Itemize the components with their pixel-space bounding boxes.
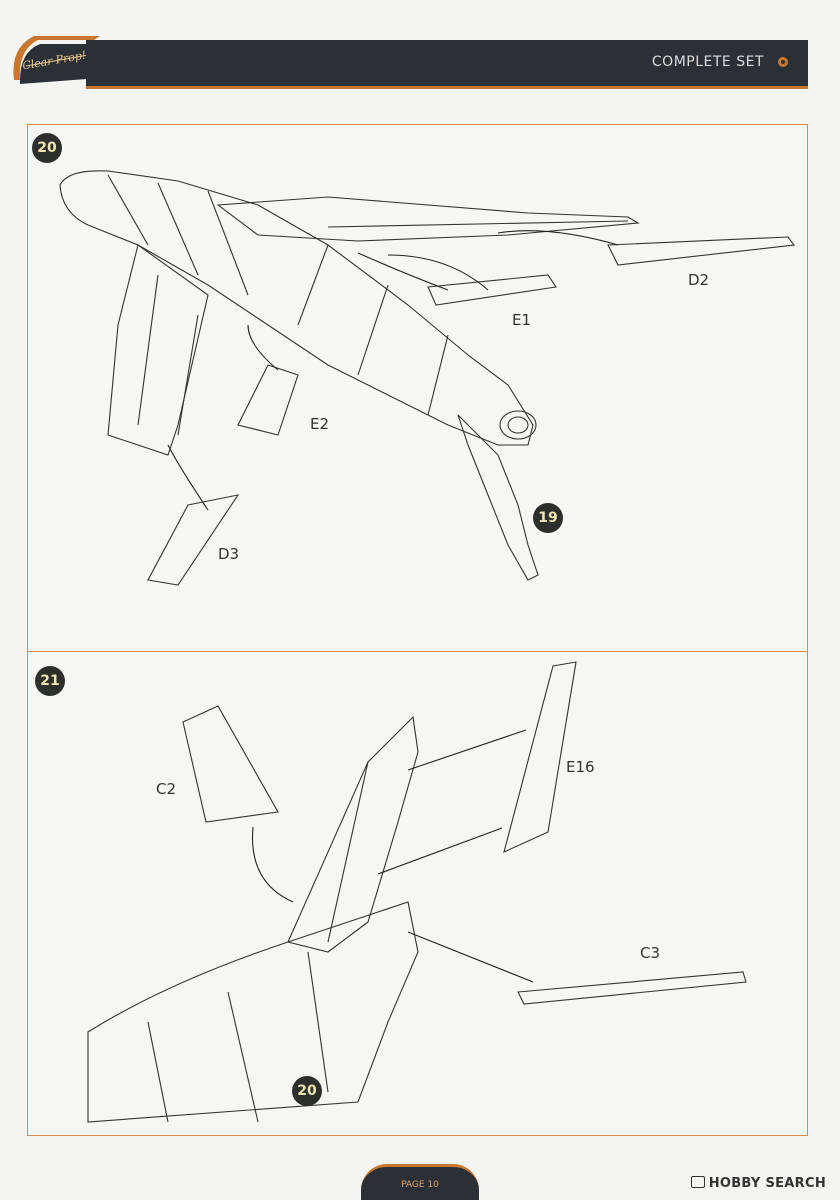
watermark: HOBBY SEARCH: [690, 1176, 826, 1191]
step-number-badge: 21: [35, 666, 65, 696]
reference-step-badge: 19: [533, 503, 563, 533]
part-label-d3: D3: [218, 545, 240, 563]
vertical-fin: [287, 715, 419, 953]
page-header: Clear Prop! COMPLETE SET: [0, 0, 840, 100]
part-e1-shape: [427, 274, 557, 306]
step-21-drawing: [87, 661, 747, 1123]
step-21-panel: 21 20 C2 E16 C3: [27, 652, 808, 1136]
part-e16-shape: [503, 661, 577, 853]
left-wing: [107, 244, 209, 456]
part-label-c2: C2: [156, 780, 177, 798]
part-c3-shape: [517, 971, 747, 1005]
header-accent-line: [86, 86, 808, 89]
brand-logo: Clear Prop!: [4, 18, 104, 90]
set-title: COMPLETE SET: [651, 54, 764, 70]
reference-step-badge: 20: [292, 1076, 322, 1106]
part-d2-shape: [607, 236, 796, 266]
part-label-c3: C3: [640, 944, 661, 962]
horizontal-stabilizer: [457, 414, 539, 581]
step-number-badge: 20: [32, 133, 62, 163]
step-20-panel: 20 19 D2 E1 E2 D3: [27, 124, 808, 652]
watermark-text: HOBBY SEARCH: [708, 1176, 826, 1191]
logo-badge-icon: [13, 36, 100, 84]
part-c2-shape: [182, 705, 279, 823]
fuselage-outline: [59, 170, 534, 446]
part-d3-shape: [147, 494, 240, 586]
right-wing: [216, 196, 640, 242]
ring-icon: [778, 57, 788, 67]
part-label-e16: E16: [566, 758, 595, 776]
step-20-drawing: [59, 170, 796, 586]
part-label-e2: E2: [310, 415, 330, 433]
page-number-tab: PAGE 10: [361, 1164, 479, 1200]
part-label-e1: E1: [512, 311, 532, 329]
camera-icon: [690, 1176, 705, 1188]
part-e2-shape: [237, 364, 299, 436]
rear-fuselage: [87, 901, 419, 1123]
part-label-d2: D2: [688, 271, 710, 289]
page-label: PAGE 10: [401, 1180, 439, 1190]
header-bar: COMPLETE SET: [86, 40, 808, 89]
